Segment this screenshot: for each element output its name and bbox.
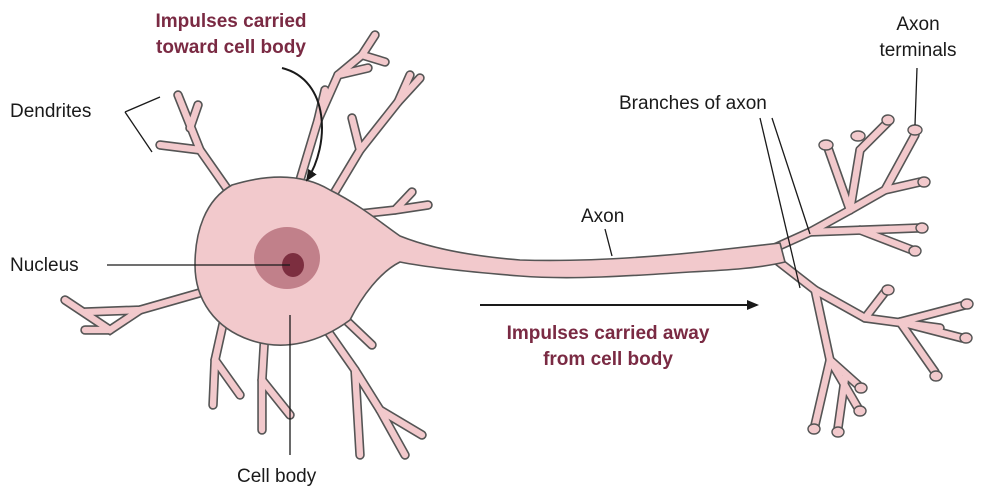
axon-label: Axon bbox=[581, 206, 624, 227]
axon-terminals-leader bbox=[915, 68, 917, 125]
axon-terminals-label-line1: Axon bbox=[896, 14, 939, 35]
toward-annotation-line2: toward cell body bbox=[156, 37, 306, 58]
axon-leader bbox=[605, 229, 612, 256]
dendrites-leader-1 bbox=[125, 97, 160, 112]
cell-body-label: Cell body bbox=[237, 466, 317, 487]
branches-leader-2 bbox=[772, 118, 810, 234]
dendrites-label: Dendrites bbox=[10, 101, 91, 122]
axon-branches bbox=[770, 115, 973, 437]
branches-of-axon-label: Branches of axon bbox=[619, 93, 767, 114]
away-annotation-line2: from cell body bbox=[543, 349, 673, 370]
axon-terminals-label-line2: terminals bbox=[879, 40, 956, 61]
dendrites-leader-2 bbox=[125, 112, 152, 152]
away-annotation-line1: Impulses carried away bbox=[507, 323, 710, 344]
toward-annotation-line1: Impulses carried bbox=[155, 11, 306, 32]
nucleus-label: Nucleus bbox=[10, 255, 79, 276]
